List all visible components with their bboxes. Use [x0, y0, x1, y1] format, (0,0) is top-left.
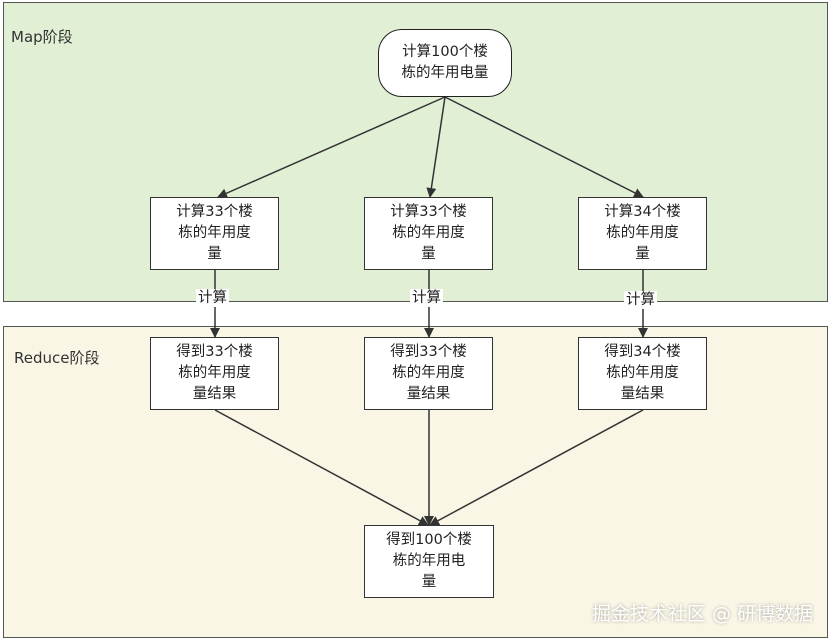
node-reduce-result-33-a: 得到33个楼 栋的年用度 量结果: [150, 337, 279, 410]
edge-reduce1-to-final: [214, 409, 429, 526]
node-final-result-100: 得到100个楼 栋的年用电 量: [364, 525, 494, 598]
edge-label-compute-3: 计算: [624, 291, 657, 309]
edge-reduce3-to-final: [429, 409, 644, 526]
edge-root-to-map1: [217, 96, 446, 198]
edge-label-compute-1: 计算: [196, 289, 229, 307]
node-map-compute-34: 计算34个楼 栋的年用度 量: [578, 197, 707, 270]
node-map-compute-33-a: 计算33个楼 栋的年用度 量: [150, 197, 279, 270]
node-map-compute-33-b: 计算33个楼 栋的年用度 量: [364, 197, 493, 270]
edge-root-to-map3: [444, 96, 644, 198]
watermark-text: 掘金技术社区 @ 研博数据: [591, 603, 813, 625]
reduce-phase-label: Reduce阶段: [14, 349, 100, 367]
node-compute-100-buildings: 计算100个楼 栋的年用电量: [378, 29, 512, 97]
edge-root-to-map2: [426, 96, 446, 198]
node-reduce-result-34: 得到34个楼 栋的年用度 量结果: [578, 337, 707, 410]
map-phase-label: Map阶段: [11, 28, 73, 46]
edge-label-compute-2: 计算: [410, 289, 443, 307]
node-reduce-result-33-b: 得到33个楼 栋的年用度 量结果: [364, 337, 493, 410]
